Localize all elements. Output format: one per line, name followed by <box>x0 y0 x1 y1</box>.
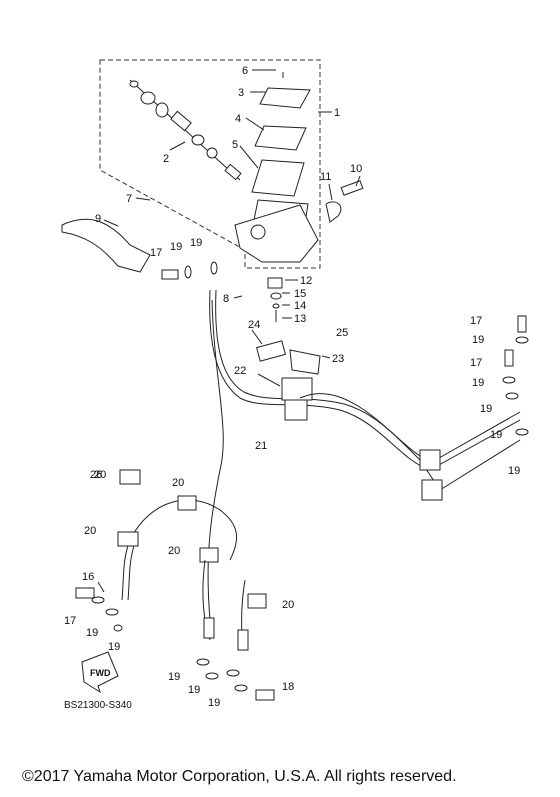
master-cylinder-body <box>234 204 319 263</box>
callout-17-b: 17 <box>470 315 482 327</box>
callout-14: 14 <box>294 300 306 312</box>
callout-20-c: 20 <box>168 545 180 557</box>
callout-19-j: 19 <box>168 671 180 683</box>
callout-25: 25 <box>336 327 348 339</box>
callout-2: 2 <box>163 153 169 165</box>
brake-hose-main <box>209 289 521 471</box>
callout-15: 15 <box>294 288 306 300</box>
bolt-18 <box>255 689 275 701</box>
callout-17-d: 17 <box>64 615 76 627</box>
leader-lines <box>97 69 361 593</box>
callout-20-e: 20 <box>94 469 106 481</box>
callout-21: 21 <box>255 440 267 452</box>
callout-17-a: 17 <box>150 247 162 259</box>
brake-lever <box>61 218 151 273</box>
assembly-boundary <box>99 59 321 269</box>
callout-19-h: 19 <box>86 627 98 639</box>
hose-joint <box>281 377 313 401</box>
callout-19-k: 19 <box>188 684 200 696</box>
fwd-label: FWD <box>90 668 111 678</box>
fwd-arrow-icon: FWD <box>81 651 119 694</box>
callout-11: 11 <box>320 171 331 183</box>
part-callouts: 1 2 3 4 5 6 7 8 9 10 11 12 13 14 15 16 1… <box>64 65 520 709</box>
callout-4: 4 <box>235 113 241 125</box>
callout-9: 9 <box>95 213 101 225</box>
callout-3: 3 <box>238 87 244 99</box>
callout-19-e: 19 <box>480 403 492 415</box>
callout-16: 16 <box>82 571 94 583</box>
copyright-notice: ©2017 Yamaha Motor Corporation, U.S.A. A… <box>22 768 457 785</box>
callout-24: 24 <box>248 319 260 331</box>
callout-19-b: 19 <box>190 237 202 249</box>
callout-19-d: 19 <box>472 377 484 389</box>
callout-19-g: 19 <box>508 465 520 477</box>
callout-10: 10 <box>350 163 362 175</box>
callout-6: 6 <box>242 65 248 77</box>
callout-22: 22 <box>234 365 246 377</box>
piston-kit-parts <box>129 79 242 181</box>
callout-19-a: 19 <box>170 241 182 253</box>
callout-19-i: 19 <box>108 641 120 653</box>
clamp-26 <box>119 469 141 485</box>
callout-20-a: 20 <box>172 477 184 489</box>
callout-19-f: 19 <box>490 429 502 441</box>
callout-19-l: 19 <box>208 697 220 709</box>
diagram-code: BS21300-S340 <box>64 700 132 711</box>
callout-8: 8 <box>223 293 229 305</box>
callout-26: 26 <box>90 469 102 481</box>
bolt-10 <box>340 180 364 196</box>
callout-7: 7 <box>126 193 132 205</box>
callout-1: 1 <box>334 107 340 119</box>
callout-13: 13 <box>294 313 306 325</box>
callout-23: 23 <box>332 353 344 365</box>
callout-5: 5 <box>232 139 238 151</box>
callout-12: 12 <box>300 275 312 287</box>
callout-17-c: 17 <box>470 357 482 369</box>
callout-18: 18 <box>282 681 294 693</box>
callout-20-d: 20 <box>282 599 294 611</box>
callout-20-b: 20 <box>84 525 96 537</box>
callout-19-c: 19 <box>472 334 484 346</box>
